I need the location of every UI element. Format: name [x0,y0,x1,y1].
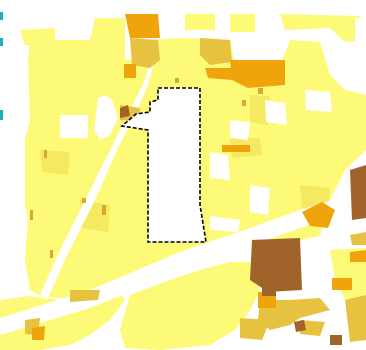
site-boundary[interactable] [120,87,207,243]
cyan-tick-3 [0,110,3,120]
land-use-brown [120,105,366,345]
land-use-orange [32,14,366,340]
land-use-gold [25,38,366,342]
cyan-marks [0,12,3,120]
cyan-tick-1 [0,12,3,20]
small-parcels [30,78,263,258]
cyan-tick-2 [0,38,3,46]
